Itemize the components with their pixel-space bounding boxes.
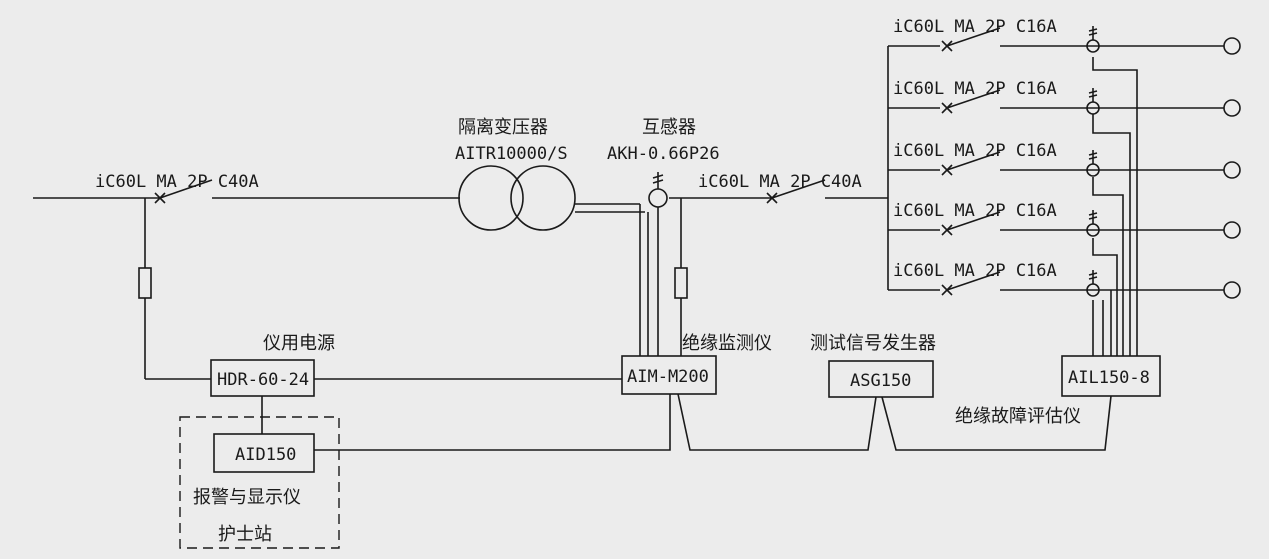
branch-5-label: iC60L MA 2P C16A	[893, 261, 1057, 281]
branch-4-ct-tick2	[1088, 216, 1098, 220]
branch-1-outlet	[1223, 37, 1241, 55]
transformer-model: AITR10000/S	[455, 144, 568, 164]
locator-box	[1061, 355, 1161, 397]
alarm-box	[213, 433, 315, 473]
branch-5-ct-tick1	[1088, 272, 1098, 276]
main-breaker-contact	[159, 179, 213, 199]
branch-2-ct-tick1	[1088, 90, 1098, 94]
secondary-wiring	[575, 197, 772, 356]
branch-2-outlet	[1223, 99, 1241, 117]
branch-1-label: iC60L MA 2P C16A	[893, 17, 1057, 37]
branch-5-ct-tick2	[1088, 276, 1098, 280]
monitor-model: AIM-M200	[627, 367, 709, 387]
branch-3-label: iC60L MA 2P C16A	[893, 141, 1057, 161]
sub-breaker-label: iC60L MA 2P C40A	[698, 172, 862, 192]
fuse-2	[674, 267, 688, 299]
transformer-name: 隔离变压器	[458, 117, 548, 138]
locator-title: 绝缘故障评估仪	[955, 406, 1081, 427]
monitor-to-alarm-line	[314, 394, 671, 451]
branch-4-ct-tick1	[1088, 212, 1098, 216]
power-supply-title: 仪用电源	[263, 333, 335, 354]
branch-4-label: iC60L MA 2P C16A	[893, 201, 1057, 221]
branch-5-outlet	[1223, 281, 1241, 299]
branch-1-ct-tick1	[1088, 28, 1098, 32]
incoming-line	[33, 179, 460, 204]
branch-1-breaker-contact	[946, 27, 1001, 47]
signal-generator-box	[828, 360, 934, 398]
branch-3-ct-tick2	[1088, 156, 1098, 160]
branch-2-label: iC60L MA 2P C16A	[893, 79, 1057, 99]
monitor-to-generator-line	[677, 393, 877, 451]
signal-generator-model: ASG150	[850, 371, 911, 391]
branch-4-breaker-contact	[946, 211, 1001, 231]
branch-3-breaker-contact	[946, 151, 1001, 171]
alarm-model: AID150	[235, 445, 296, 465]
locator-model: AIL150-8	[1068, 368, 1150, 388]
power-supply-model: HDR-60-24	[217, 370, 309, 390]
branch-4-outlet	[1223, 221, 1241, 239]
current-transformer	[648, 172, 668, 356]
branch-5-breaker-contact	[946, 271, 1001, 291]
branch-1-ct-tick2	[1088, 32, 1098, 36]
branch-circuits: iC60L MA 2P C16A iC60L MA 2P C16A iC60L MA…	[888, 17, 1241, 299]
ct-name: 互感器	[642, 117, 696, 138]
signal-generator-title: 测试信号发生器	[810, 333, 936, 354]
branch-2-breaker-contact	[946, 89, 1001, 109]
ct-model: AKH-0.66P26	[607, 144, 720, 164]
main-breaker-label: iC60L MA 2P C40A	[95, 172, 259, 192]
branch-2-ct-tick2	[1088, 94, 1098, 98]
monitor-box	[621, 355, 717, 395]
locator-wiring	[1092, 57, 1138, 356]
monitor-title: 绝缘监测仪	[682, 333, 772, 354]
branch-3-ct-tick1	[1088, 152, 1098, 156]
nurse-station-frame	[179, 416, 340, 549]
isolation-transformer	[458, 165, 576, 231]
power-supply-box	[210, 359, 315, 397]
branch-3-outlet	[1223, 161, 1241, 179]
generator-to-locator-line	[881, 395, 1112, 451]
fuse-1	[138, 267, 152, 299]
sub-breaker	[766, 179, 888, 204]
nurse-station-label: 护士站	[218, 524, 272, 545]
alarm-title: 报警与显示仪	[193, 487, 301, 508]
supply-tap	[138, 198, 211, 380]
